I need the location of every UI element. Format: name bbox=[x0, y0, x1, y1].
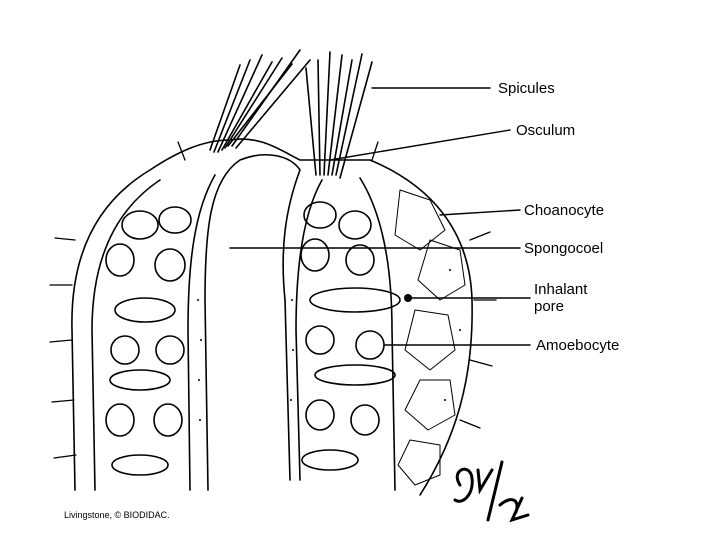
outer-wall bbox=[71, 138, 473, 496]
outer-cell-mesh bbox=[394, 189, 466, 486]
spicule-tuft bbox=[209, 49, 373, 179]
credit-text: Livingstone, © BIODIDAC. bbox=[64, 510, 170, 520]
right-wall-cells bbox=[300, 201, 401, 471]
spongocoel-outline bbox=[204, 154, 301, 491]
label-inhalant-pore-line1: Inhalant bbox=[534, 281, 588, 298]
surface-spines bbox=[49, 141, 497, 459]
label-choanocyte: Choanocyte bbox=[524, 202, 605, 219]
label-osculum: Osculum bbox=[516, 122, 576, 139]
leader-lines bbox=[229, 87, 531, 346]
label-inhalant-pore-line2: pore bbox=[534, 298, 565, 315]
label-spicules: Spicules bbox=[498, 80, 555, 97]
left-wall-cells bbox=[105, 206, 192, 476]
label-amoebocyte: Amoebocyte bbox=[536, 337, 620, 354]
label-spongocoel: Spongocoel bbox=[524, 240, 604, 257]
stipple bbox=[197, 269, 461, 421]
artist-signature bbox=[453, 460, 530, 523]
